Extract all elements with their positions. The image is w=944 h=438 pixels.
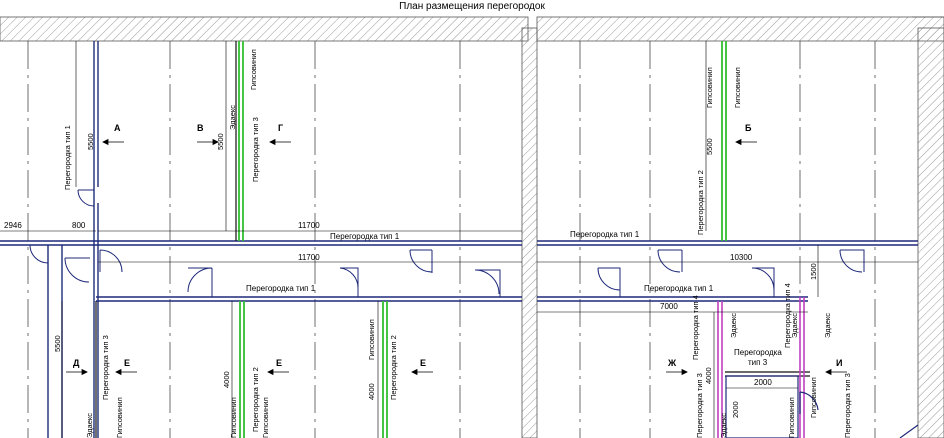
section-arrows xyxy=(66,138,847,376)
right-wall xyxy=(917,27,944,438)
partition-type1-corridor-top-left: Перегородка тип 1 xyxy=(330,232,400,241)
section-mark-b: Б xyxy=(745,123,752,133)
material-zdanis-6: Эдаекс xyxy=(719,413,728,438)
partition-type2-right-top: Перегородка тип 2 xyxy=(696,170,705,235)
dim-800: 800 xyxy=(72,221,86,230)
section-mark-v: В xyxy=(197,123,204,133)
mid-column xyxy=(521,27,538,438)
section-mark-a: А xyxy=(114,123,121,133)
material-zdanis-3: Эдаекс xyxy=(729,313,738,338)
dim-10300: 10300 xyxy=(730,253,753,262)
dim-7000: 7000 xyxy=(660,302,678,311)
material-gipsovinil-1: Гипсовинил xyxy=(249,49,258,90)
horizontal-labels: 2946 800 11700 11700 10300 7000 2000 Пер… xyxy=(4,123,842,387)
dim-2946: 2946 xyxy=(4,221,22,230)
material-gipsovinil-4: Гипсовинил xyxy=(115,397,124,438)
partition-type2-bottom-right: Перегородка тип 2 xyxy=(389,335,398,400)
partition-type3-bottom-right: Перегородка тип 3 xyxy=(695,373,704,438)
material-gipsovinil-8: Гипсовинил xyxy=(787,397,796,438)
material-gipsovinil-2: Гипсовинил xyxy=(705,67,714,108)
dim-5500-c: 5500 xyxy=(705,138,714,155)
material-zdanis-1: Эдаекс xyxy=(228,105,237,130)
section-mark-i: И xyxy=(836,358,842,368)
gipsovinil-partitions xyxy=(238,41,727,438)
partition-type3-far-right: Перегородка тип 3 xyxy=(843,373,852,438)
dim-4000-a: 4000 xyxy=(222,371,231,388)
material-gipsovinil-7: Гипсовинил xyxy=(367,319,376,360)
vertical-labels: Перегородка тип 1 5500 5500 Эдаекс Перег… xyxy=(53,49,852,438)
material-zdanis-5: Эдаекс xyxy=(823,313,832,338)
partition-type1-left: Перегородка тип 1 xyxy=(63,125,72,190)
section-mark-e1: Е xyxy=(124,358,130,368)
material-gipsovinil-9: Гипсовинил xyxy=(809,377,818,418)
section-mark-g: Г xyxy=(278,123,283,133)
partition-type1-corridor-bottom-right: Перегородка тип 1 xyxy=(644,284,714,293)
partition-type3-top: Перегородка тип 3 xyxy=(251,117,260,182)
corridor-partitions xyxy=(0,41,918,438)
partition-type1-corridor-top-right: Перегородка тип 1 xyxy=(570,230,640,239)
dim-5500-d: 5500 xyxy=(53,335,62,352)
drawing-title: План размещения перегородок xyxy=(399,1,545,12)
partition-type4-b: Перегородка тип 4 xyxy=(783,283,792,348)
section-mark-e3: Е xyxy=(420,358,426,368)
room-label-line1: Перегородка xyxy=(734,348,782,357)
dim-1500: 1500 xyxy=(809,263,818,280)
partition-type3-bottom-left: Перегородка тип 3 xyxy=(101,335,110,400)
dim-5500-a: 5500 xyxy=(86,133,95,150)
material-zdanis-2: Эдаекс xyxy=(85,413,94,438)
doors xyxy=(29,189,865,297)
top-wall-right xyxy=(536,16,944,42)
material-zdanis-4: Эдаекс xyxy=(790,313,799,338)
dim-2000-h: 2000 xyxy=(754,378,772,387)
partition-type4-a: Перегородка тип 4 xyxy=(691,295,700,360)
partition-type2-bottom-mid: Перегородка тип 2 xyxy=(251,367,260,432)
type4-partitions xyxy=(717,297,805,438)
material-gipsovinil-6: Гипсовинил xyxy=(261,397,270,438)
top-wall-left xyxy=(0,16,529,42)
section-mark-e2: Е xyxy=(276,358,282,368)
grid-lines xyxy=(27,41,876,438)
material-gipsovinil-5: Гипсовинил xyxy=(229,397,238,438)
dim-11700-corridor: 11700 xyxy=(298,253,320,262)
dim-4000-c: 4000 xyxy=(704,367,713,384)
dim-5500-b: 5500 xyxy=(216,133,225,150)
material-gipsovinil-3: Гипсовинил xyxy=(733,67,742,108)
room-label-line2: тип 3 xyxy=(748,358,768,367)
outer-walls xyxy=(0,16,944,438)
small-room xyxy=(725,375,919,438)
section-mark-d: Д xyxy=(73,358,80,368)
section-mark-zh: Ж xyxy=(667,358,677,368)
dimension-lines xyxy=(0,41,918,438)
partition-type1-corridor-bottom-left: Перегородка тип 1 xyxy=(246,284,316,293)
dim-11700-top: 11700 xyxy=(298,221,320,230)
dim-2000-v: 2000 xyxy=(731,401,740,418)
dim-4000-b: 4000 xyxy=(367,383,376,400)
